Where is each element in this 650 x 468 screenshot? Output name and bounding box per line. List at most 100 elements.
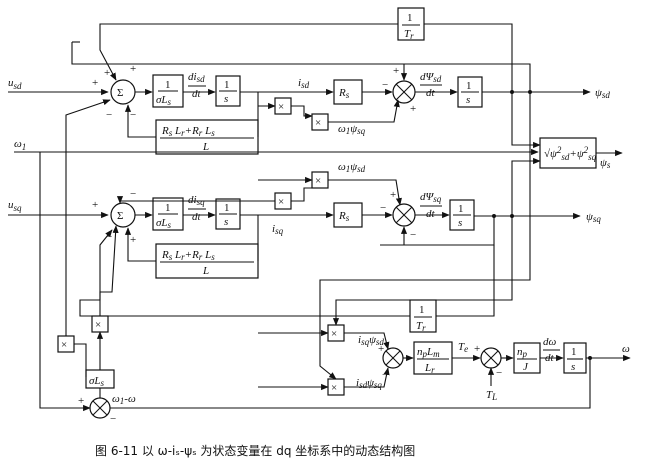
svg-text:×: ×	[61, 339, 67, 351]
svg-text:+: +	[104, 67, 110, 79]
svg-text:1: 1	[458, 203, 464, 215]
block-inv-sigmaLs-q: 1 σLs	[152, 197, 184, 231]
sum-junction-psi-q: − + −	[380, 189, 416, 241]
svg-text:npLm: npLm	[417, 346, 440, 359]
svg-text:Rs: Rs	[338, 210, 350, 223]
svg-text:s: s	[571, 361, 575, 373]
multiplier-low1: ×	[91, 315, 109, 333]
sum-junction-mech: + −	[474, 343, 502, 379]
label-w1-minus-w: ω1-ω	[112, 393, 136, 406]
svg-text:Rs Lr+Rr Ls: Rs Lr+Rr Ls	[161, 125, 215, 138]
svg-text:×: ×	[315, 175, 321, 187]
svg-text:J: J	[523, 361, 529, 373]
svg-text:+: +	[474, 343, 480, 355]
label-Te: Te	[458, 341, 468, 354]
label-d-psi-sd: dΨsd	[420, 71, 442, 84]
multiplier-low2: ×	[57, 335, 75, 353]
output-omega: ω	[622, 343, 630, 355]
svg-text:np: np	[517, 346, 528, 359]
svg-text:−: −	[382, 79, 388, 91]
block-integrator-psi-sd: 1 s	[457, 76, 483, 108]
block-Rs-d: Rs	[333, 79, 363, 105]
svg-text:−: −	[410, 229, 416, 241]
label-d-omega: dω	[543, 336, 557, 348]
input-usd: usd +	[8, 77, 109, 96]
block-np-J: np J	[513, 342, 541, 374]
svg-text:dt: dt	[192, 88, 202, 100]
label-w1-psisd: ω1ψsd	[338, 161, 366, 174]
svg-text:dt: dt	[426, 208, 436, 220]
svg-text:−: −	[496, 367, 502, 379]
svg-text:Rs Lr+Rr Ls: Rs Lr+Rr Ls	[161, 249, 215, 262]
multiplier-q1: ×	[311, 171, 329, 189]
block-torque-gain: npLm Lr	[413, 341, 453, 375]
svg-text:1: 1	[224, 79, 230, 91]
multiplier-d2: ×	[311, 113, 329, 131]
sum-junction-slip	[89, 397, 111, 419]
svg-text:×: ×	[331, 328, 337, 340]
multiplier-q2: ×	[274, 192, 292, 210]
label-isd-psisq: isdψsq	[356, 377, 382, 390]
svg-text:1: 1	[571, 346, 577, 358]
svg-text:s: s	[224, 93, 228, 105]
block-inv-sigmaLs-d: 1 σLs	[152, 74, 184, 108]
multiplier-torque1: ×	[327, 324, 345, 342]
svg-text:1: 1	[165, 79, 171, 91]
svg-text:−: −	[130, 109, 136, 121]
svg-text:σLs: σLs	[89, 375, 105, 388]
svg-text:+: +	[78, 395, 84, 407]
svg-text:Rs: Rs	[338, 87, 350, 100]
svg-text:1: 1	[407, 12, 413, 24]
multiplier-torque2: ×	[327, 378, 345, 396]
svg-text:+: +	[390, 189, 396, 201]
block-feedback-gain-d: Rs Lr+Rr Ls L	[155, 119, 259, 155]
svg-text:×: ×	[331, 382, 337, 394]
svg-text:+: +	[130, 63, 136, 75]
label-d-psi-sq: dΨsq	[420, 191, 442, 204]
input-w1: ω1	[14, 138, 539, 156]
figure-caption: 图 6-11 以 ω-iₛ-ψₛ 为状态变量在 dq 坐标系中的动态结构图	[95, 443, 415, 458]
svg-text:usd: usd	[8, 77, 22, 91]
block-Rs-q: Rs	[333, 202, 363, 228]
svg-text:+: +	[393, 65, 399, 77]
label-isd: isd	[298, 77, 310, 90]
svg-text:−: −	[110, 413, 116, 425]
svg-text:+: +	[92, 77, 98, 89]
block-integrator-isq: 1 s	[215, 198, 241, 230]
svg-text:+: +	[410, 103, 416, 115]
svg-text:−: −	[380, 202, 386, 214]
svg-text:1: 1	[419, 304, 425, 316]
output-psi-sq: ψsq	[586, 211, 601, 224]
svg-text:dt: dt	[192, 211, 202, 223]
block-inv-Tr-top: 1 Tr	[397, 7, 425, 41]
svg-text:−: −	[106, 109, 112, 121]
svg-text:1: 1	[466, 80, 472, 92]
svg-text:Σ: Σ	[117, 87, 123, 99]
svg-text:Tr: Tr	[404, 28, 414, 41]
block-sqrt: √ψ2sd+ψ2sq	[539, 137, 597, 169]
block-feedback-gain-q: Rs Lr+Rr Ls L	[155, 243, 259, 279]
input-usq: usq +	[8, 199, 109, 219]
svg-text:−: −	[130, 188, 136, 200]
sum-junction-torque: + −	[378, 343, 404, 381]
label-isq-psisd: isqψsd	[358, 334, 384, 347]
block-integrator-isd: 1 s	[215, 75, 241, 107]
svg-text:+: +	[130, 234, 136, 246]
block-integrator-omega: 1 s	[563, 342, 587, 374]
label-isq: isq	[272, 223, 284, 236]
sum-junction-d: Σ + + − −	[104, 63, 136, 121]
svg-text:Lr: Lr	[424, 362, 435, 375]
sum-junction-psi-d: − + +	[382, 65, 416, 115]
svg-text:+: +	[378, 343, 384, 355]
label-d-isd: disd	[188, 71, 205, 84]
svg-text:ω1: ω1	[14, 138, 26, 152]
svg-text:×: ×	[278, 196, 284, 208]
svg-text:+: +	[92, 199, 98, 211]
output-psi-sd: ψsd	[595, 87, 610, 100]
svg-text:s: s	[466, 94, 470, 106]
svg-text:1: 1	[165, 202, 171, 214]
multiplier-d1: ×	[274, 97, 292, 115]
svg-text:σLs: σLs	[156, 94, 172, 107]
svg-text:Σ: Σ	[117, 210, 123, 222]
